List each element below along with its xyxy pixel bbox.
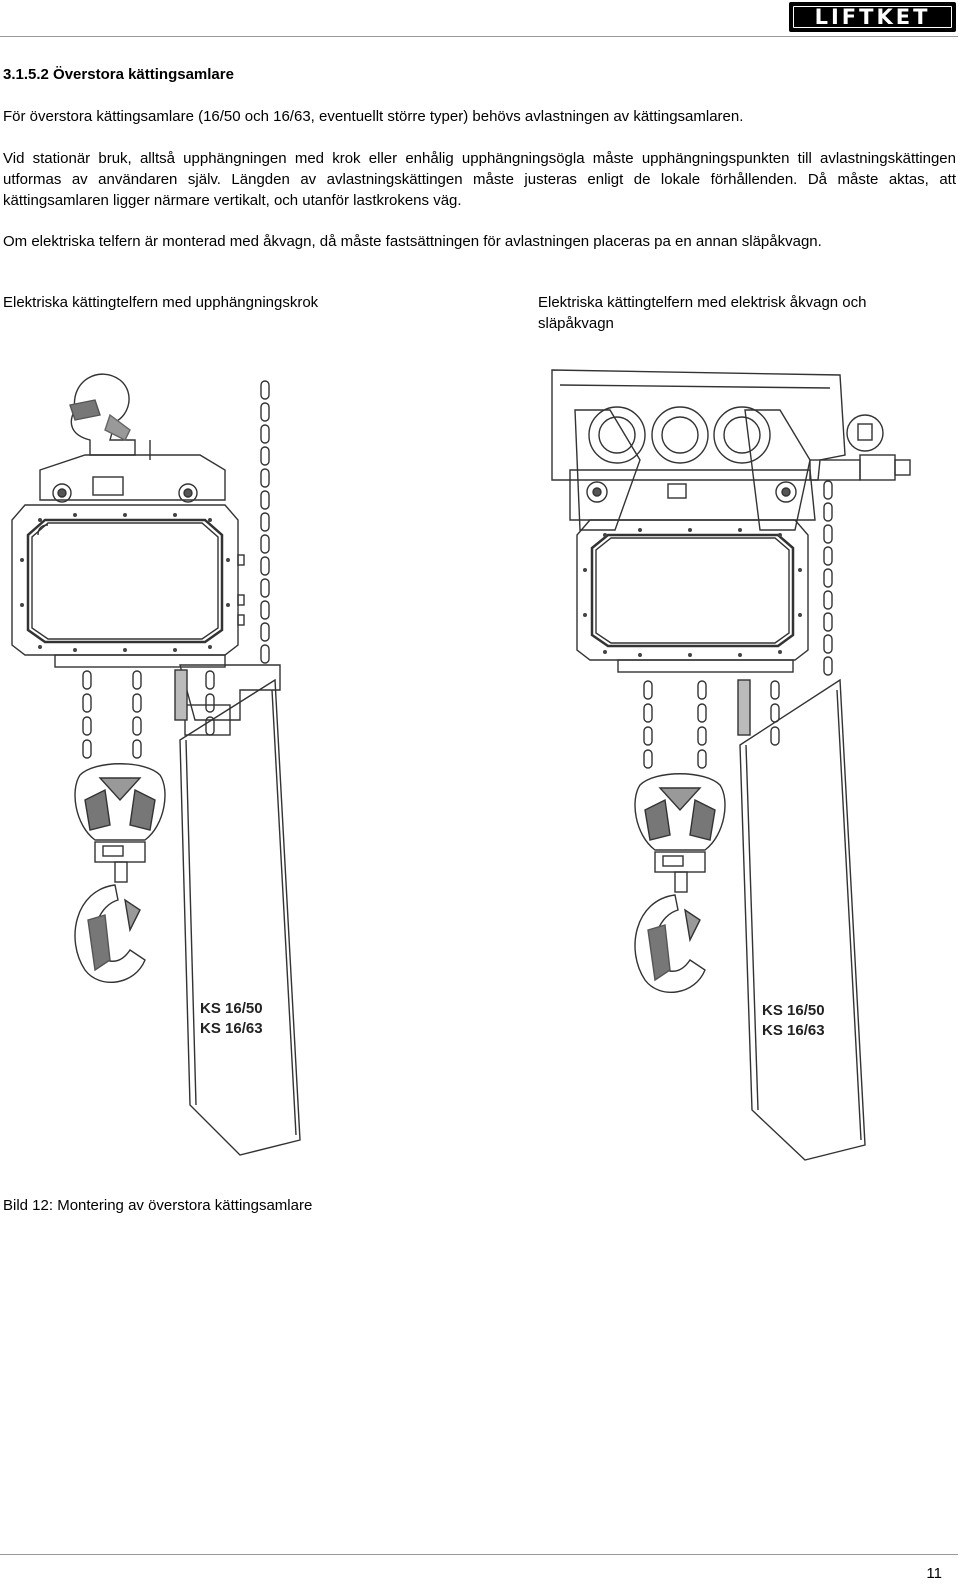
figure-caption: Bild 12: Montering av överstora kättings… — [3, 1197, 313, 1214]
paragraph-3: Om elektriska telfern är monterad med åk… — [3, 233, 822, 250]
liftket-logo: LIFTKET — [789, 2, 956, 32]
right-hoist: KS 16/50 KS 16/63 — [551, 369, 911, 1161]
hoist-drawing: KS 16/50 KS 16/63 — [11, 369, 911, 1161]
left-label-2: KS 16/63 — [200, 1020, 263, 1037]
header-divider — [0, 36, 958, 37]
right-figure-caption: Elektriska kättingtelfern med elektrisk … — [538, 294, 867, 332]
left-label-1: KS 16/50 — [200, 1000, 263, 1017]
section-heading: 3.1.5.2 Överstora kättingsamlare — [3, 66, 234, 83]
left-hoist: KS 16/50 KS 16/63 — [11, 373, 301, 1156]
right-label-2: KS 16/63 — [762, 1022, 825, 1039]
paragraph-1: För överstora kättingsamlare (16/50 och … — [3, 108, 744, 125]
left-figure-caption: Elektriska kättingtelfern med upphängnin… — [3, 294, 319, 311]
paragraph-2: Vid stationär bruk, alltså upphängningen… — [3, 150, 956, 209]
right-label-1: KS 16/50 — [762, 1002, 825, 1019]
footer-divider — [0, 1554, 958, 1555]
page-number: 11 — [926, 1565, 942, 1582]
